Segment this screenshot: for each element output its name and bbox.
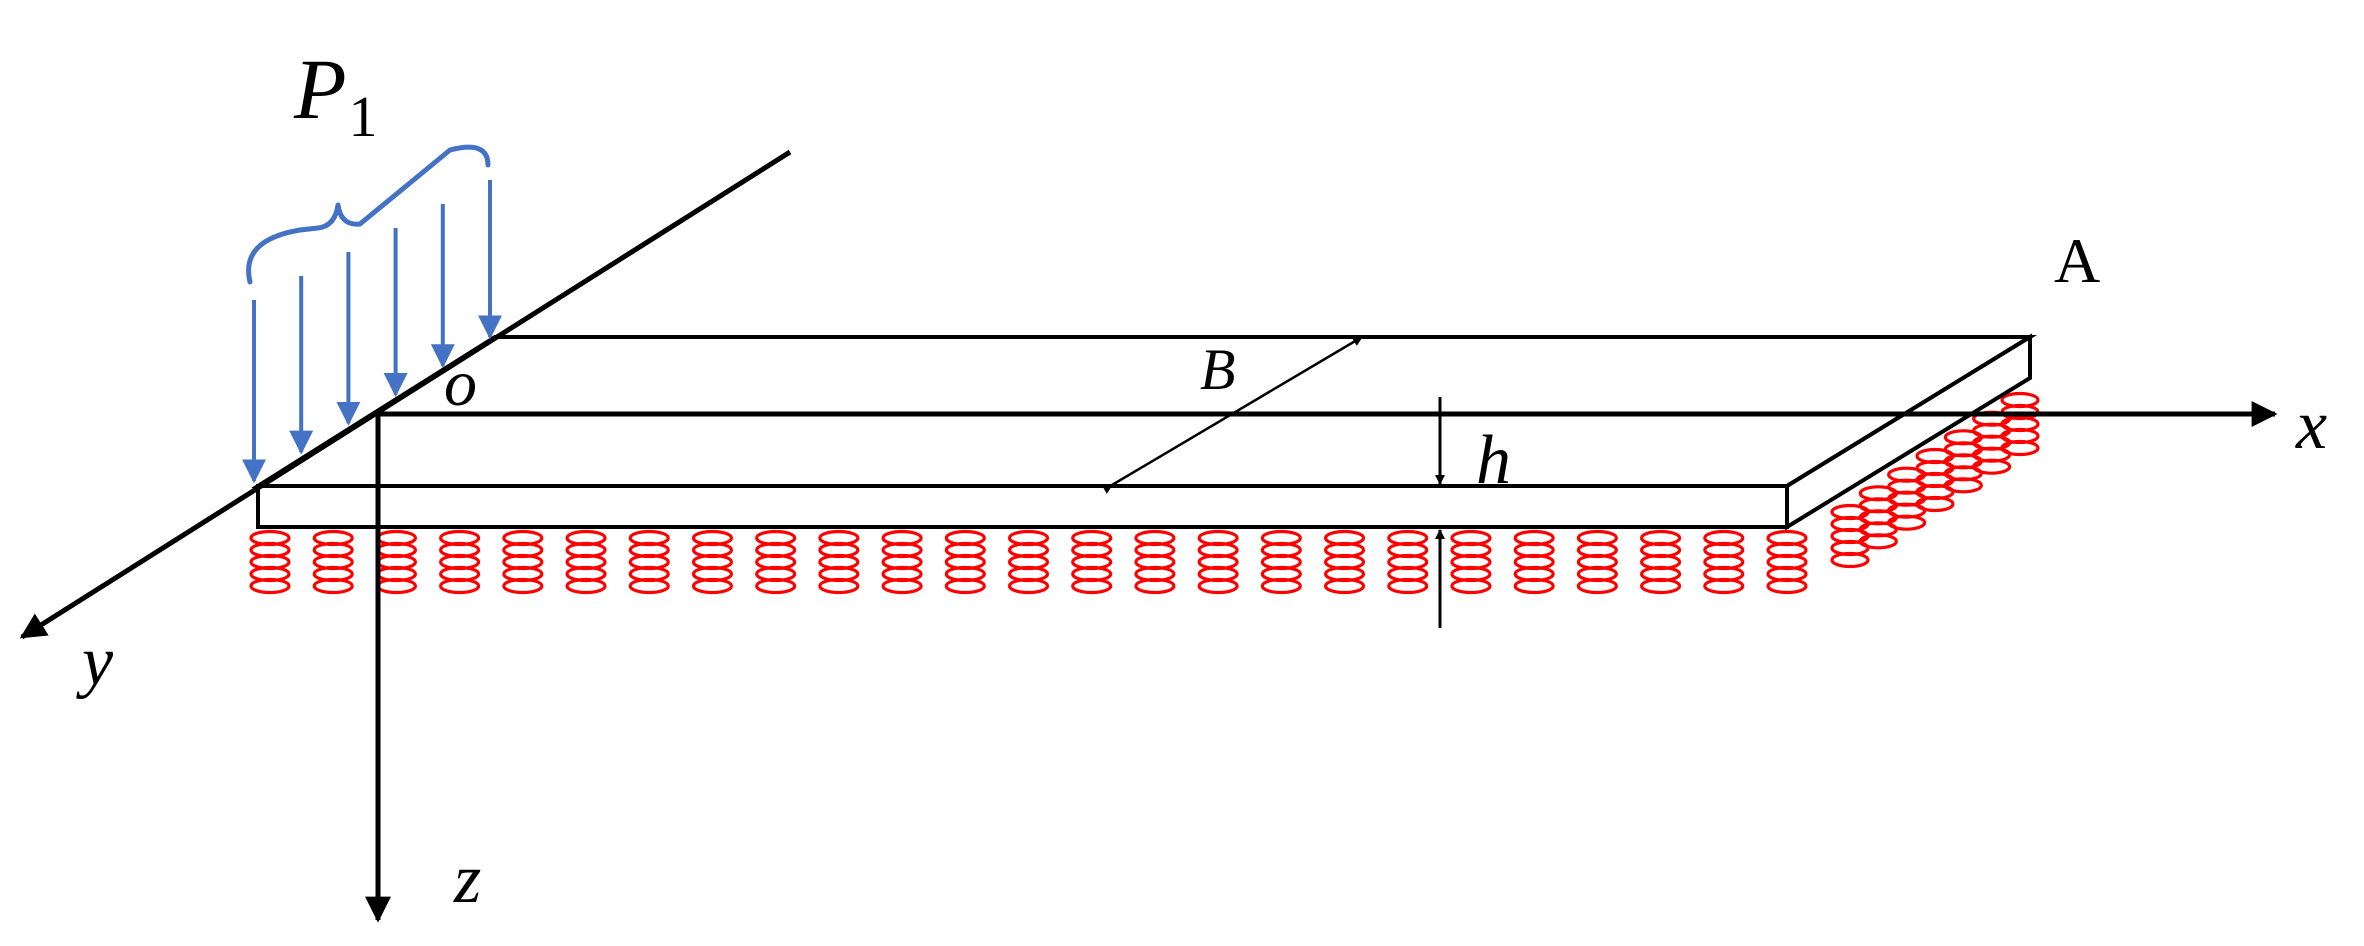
spring-coil <box>944 577 986 595</box>
spring-coil <box>1576 577 1618 595</box>
spring-coil <box>565 577 607 595</box>
spring-row-front <box>249 529 1808 595</box>
z-axis-label: z <box>453 841 481 918</box>
spring <box>1260 529 1302 595</box>
spring <box>1513 529 1555 595</box>
spring <box>1450 529 1492 595</box>
spring-coil <box>312 577 354 595</box>
spring-coil <box>691 577 734 595</box>
spring <box>375 529 418 595</box>
spring <box>312 529 354 595</box>
spring <box>1576 529 1618 595</box>
spring-coil <box>439 577 481 595</box>
x-axis-label: x <box>2295 387 2327 464</box>
spring-coil <box>1887 514 1927 531</box>
spring-coil <box>1915 495 1955 513</box>
spring <box>755 529 797 595</box>
spring-coil <box>1972 458 2012 475</box>
load-arrows <box>242 180 502 484</box>
spring-coil <box>1323 577 1366 595</box>
spring <box>691 529 734 595</box>
spring <box>249 529 291 595</box>
load-brace <box>246 144 491 285</box>
plate <box>251 333 2038 531</box>
spring-coil <box>249 577 291 595</box>
spring-coil <box>1134 577 1176 595</box>
corner-label: A <box>2054 225 2100 296</box>
width-label: B <box>1200 337 1235 402</box>
width-dimension-arrow <box>1101 335 1363 494</box>
spring-coil <box>1513 577 1555 595</box>
spring-coil <box>1766 577 1808 595</box>
spring <box>1007 529 1050 595</box>
distributed-load <box>242 144 502 484</box>
spring <box>502 529 544 595</box>
spring-coil <box>502 577 544 595</box>
spring <box>565 529 607 595</box>
spring-coil <box>755 577 797 595</box>
spring-coil <box>1639 577 1682 595</box>
spring <box>1703 529 1745 595</box>
y-axis-label: y <box>76 623 114 700</box>
spring-coil <box>1387 577 1429 595</box>
spring <box>1197 529 1239 595</box>
spring-coil <box>1260 577 1302 595</box>
spring <box>944 529 986 595</box>
spring-coil <box>1830 551 1870 569</box>
plate-side-face <box>1785 333 2032 531</box>
spring <box>818 529 860 595</box>
spring <box>628 529 670 595</box>
spring-coil <box>1007 577 1050 595</box>
spring-coil <box>1858 533 1898 550</box>
spring-coil <box>1071 577 1113 595</box>
spring-coil <box>1197 577 1239 595</box>
spring-coil <box>881 577 923 595</box>
spring <box>439 529 481 595</box>
spring <box>1766 529 1808 595</box>
plate-front-face <box>256 484 1789 529</box>
spring-coil <box>2000 439 2040 457</box>
spring-row-side <box>1830 391 2040 569</box>
load-label: P1 <box>293 41 378 149</box>
thickness-label: h <box>1476 422 1511 499</box>
spring <box>1071 529 1113 595</box>
spring <box>1134 529 1176 595</box>
spring-coil <box>1703 577 1745 595</box>
spring-coil <box>818 577 860 595</box>
spring-coil <box>628 577 670 595</box>
spring-coil <box>1943 477 1983 494</box>
spring-coil <box>1450 577 1492 595</box>
origin-label: o <box>444 347 477 420</box>
spring <box>1387 529 1429 595</box>
spring <box>881 529 923 595</box>
spring <box>1639 529 1682 595</box>
spring <box>1323 529 1366 595</box>
